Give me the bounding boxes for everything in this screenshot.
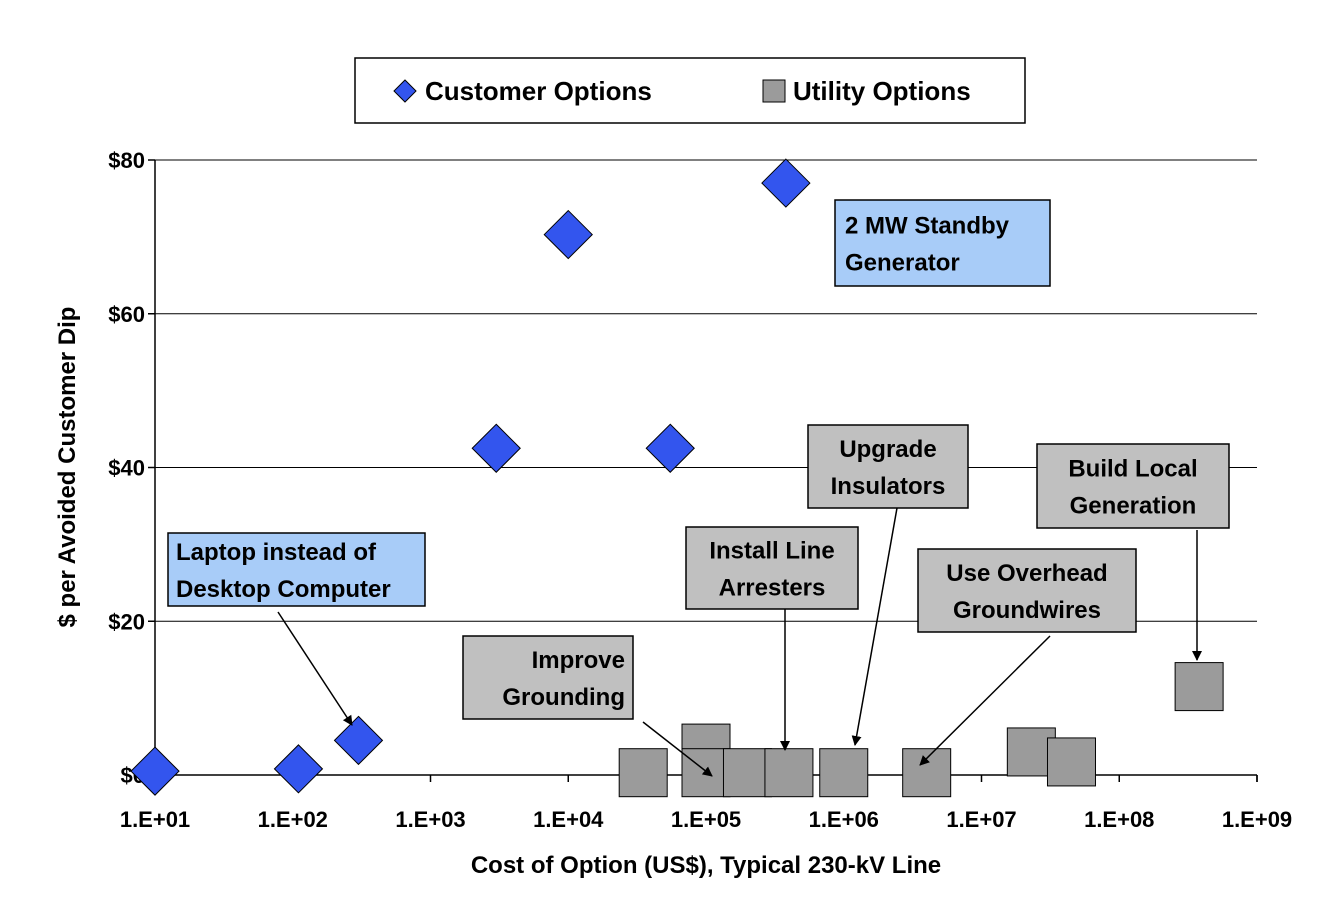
annotation-label: Install Line: [709, 538, 834, 565]
annotation-label: Grounding: [502, 684, 625, 711]
x-tick-label: 1.E+08: [1084, 807, 1154, 832]
annotation-label: 2 MW Standby: [845, 213, 1010, 240]
customer-option-point: [761, 158, 811, 208]
legend-utility-marker: [762, 79, 786, 103]
annotation-label: Generator: [845, 250, 960, 277]
annotation-label: Upgrade: [839, 436, 936, 463]
annotation-box: [807, 424, 969, 509]
annotation-label: Laptop instead of: [176, 539, 377, 566]
annotation-box: [1036, 443, 1230, 529]
x-tick-label: 1.E+01: [120, 807, 190, 832]
annotation-label: Use Overhead: [946, 560, 1107, 587]
annotation-label: Build Local: [1068, 456, 1197, 483]
annotation-arrow: [851, 507, 898, 746]
legend-utility-label: Utility Options: [793, 76, 971, 106]
y-tick-label: $40: [108, 456, 145, 481]
utility-option-point: [819, 748, 869, 798]
x-axis-title: Cost of Option (US$), Typical 230-kV Lin…: [471, 852, 941, 879]
annotation-arrow: [919, 635, 1051, 766]
x-tick-label: 1.E+02: [258, 807, 328, 832]
annotation-label: Arresters: [719, 575, 826, 602]
customer-option-point: [543, 209, 593, 260]
legend: Customer Options Utility Options: [354, 57, 1026, 124]
annotation-label: Groundwires: [953, 597, 1101, 624]
data-markers: [130, 158, 1224, 798]
utility-option-point: [902, 748, 952, 798]
customer-option-point: [645, 423, 695, 473]
annotation-arrow: [642, 721, 713, 777]
annotation-label: Improve: [532, 647, 625, 674]
legend-box: [354, 57, 1026, 124]
x-tick-label: 1.E+07: [946, 807, 1016, 832]
annotation-box: [167, 532, 426, 607]
annotation-label: Insulators: [831, 473, 946, 500]
customer-option-point: [130, 746, 180, 796]
utility-option-point: [722, 748, 772, 798]
utility-option-point: [1174, 662, 1224, 712]
y-tick-label: $20: [108, 609, 145, 634]
y-axis-title: $ per Avoided Customer Dip: [54, 307, 81, 628]
y-tick-label: $80: [108, 148, 145, 173]
utility-option-point: [1046, 737, 1096, 787]
annotation-box: [917, 548, 1137, 633]
utility-option-point: [681, 748, 731, 798]
utility-option-point: [764, 748, 814, 798]
annotation-box: [685, 526, 859, 610]
x-tick-label: 1.E+04: [533, 807, 604, 832]
x-tick-label: 1.E+03: [395, 807, 465, 832]
customer-option-point: [273, 744, 324, 794]
y-tick-label: $60: [108, 302, 145, 327]
legend-customer-marker: [393, 79, 417, 103]
x-tick-label: 1.E+06: [809, 807, 879, 832]
customer-option-point: [471, 423, 521, 473]
customer-option-point: [333, 715, 384, 766]
annotation-box: [462, 635, 634, 720]
x-tick-label: 1.E+05: [671, 807, 741, 832]
legend-customer-label: Customer Options: [425, 76, 652, 106]
annotation-label: Desktop Computer: [176, 576, 391, 603]
annotation-box: [834, 199, 1051, 287]
annotation-label: Generation: [1070, 493, 1197, 520]
utility-option-point: [618, 748, 668, 798]
x-tick-label: 1.E+09: [1222, 807, 1292, 832]
annotation-arrow: [277, 611, 353, 726]
